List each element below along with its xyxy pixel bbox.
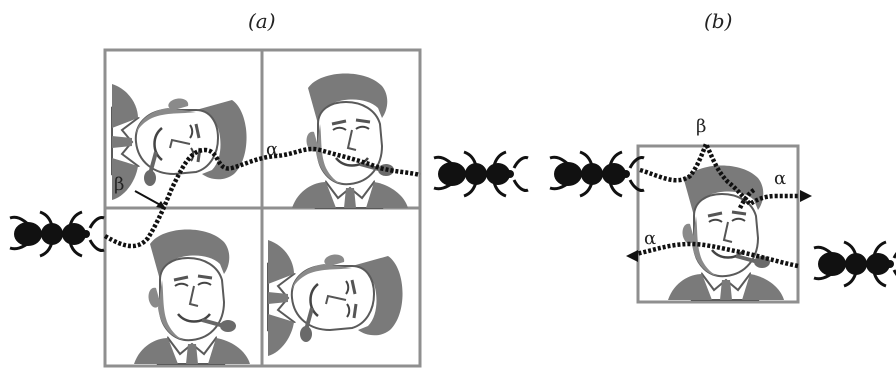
alpha-label-a: α [266,139,278,160]
path-b-beta [639,138,798,207]
alpha-arrow-head-right [800,190,812,202]
panel-b-tile [636,144,800,304]
alpha-label-b-right: α [774,168,786,189]
alpha-label-b-left: α [644,228,656,249]
ant-icon-right-a [432,150,530,198]
beta-arrow-head [156,201,166,209]
ant-icon-b-right [812,240,896,288]
panel-b-paths [626,138,812,269]
beta-label-b: β [696,116,706,137]
path-a-trail [103,146,421,249]
beta-label-a: β [114,174,124,195]
panel-label-b: (b) [704,9,732,33]
ant-icon-b-left [548,150,646,198]
ant-icon-left [8,210,106,258]
panel-label-a: (a) [248,9,276,33]
panel-a-grid [103,48,422,368]
path-b-branch [737,188,756,210]
panel-a-paths [103,146,421,249]
path-b-alpha-lower [635,241,799,269]
alpha-arrow-head-left [626,250,638,262]
